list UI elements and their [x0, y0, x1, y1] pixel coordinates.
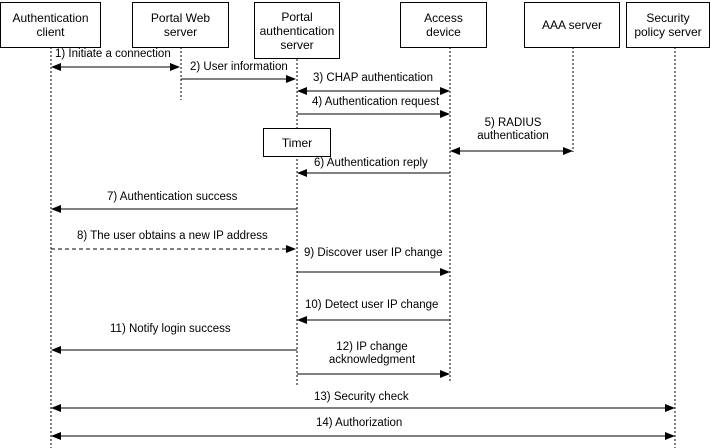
msg-8-label: 8) The user obtains a new IP address: [77, 230, 268, 242]
msg-12-label: 12) IP change acknowledgment: [328, 341, 416, 366]
msg-13-label: 13) Security check: [314, 391, 409, 403]
participant-security-policy: Security policy server: [626, 2, 710, 48]
participant-auth-client: Authentication client: [0, 2, 101, 48]
msg-9-label: 9) Discover user IP change: [304, 247, 443, 259]
msg-4-label: 4) Authentication request: [312, 96, 440, 108]
msg-3-label: 3) CHAP authentication: [313, 72, 433, 84]
msg-14-label: 14) Authorization: [316, 417, 403, 429]
msg-10-label: 10) Detect user IP change: [305, 299, 439, 311]
participant-portal-web: Portal Web server: [132, 2, 229, 48]
participant-aaa-server: AAA server: [524, 2, 620, 48]
msg-11-label: 11) Notify login success: [110, 323, 231, 335]
msg-5-label: 5) RADIUS authentication: [477, 117, 549, 142]
msg-1-label: 1) Initiate a connection: [55, 48, 171, 60]
timer-box: Timer: [263, 128, 331, 157]
msg-2-label: 2) User information: [190, 61, 288, 73]
msg-6-label: 6) Authentication reply: [314, 157, 428, 169]
msg-7-label: 7) Authentication success: [107, 191, 238, 203]
participant-portal-auth: Portal authentication server: [254, 2, 340, 59]
participant-access-device: Access device: [400, 2, 487, 48]
